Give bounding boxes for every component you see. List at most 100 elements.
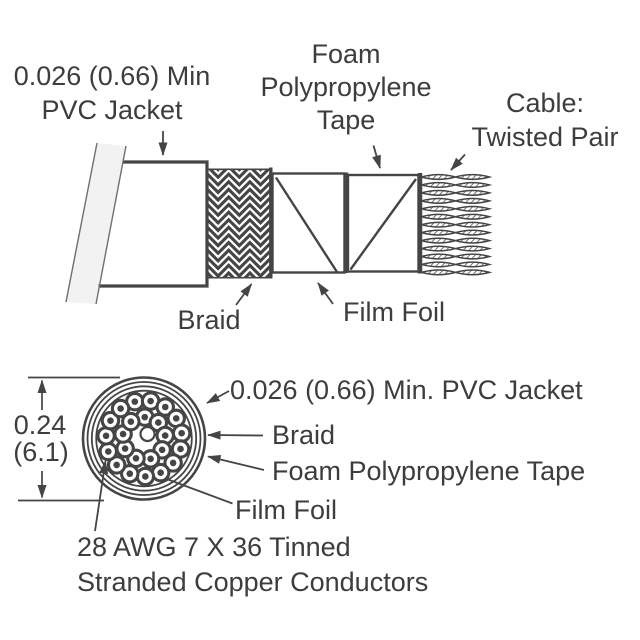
sliver-cut-line-left: [65, 142, 98, 303]
cutaway-cable-label: Cable: Twisted Pair: [471, 86, 618, 154]
braid-strand: [247, 202, 263, 218]
cutaway-jacket-label-line1: 0.026 (0.66) Min: [13, 61, 211, 91]
twisted-strand: [418, 205, 493, 212]
peeled-jacket-sliver: [65, 143, 126, 304]
cutaway-foam-tape-label-line2: Polypropylene: [260, 72, 432, 102]
braid-strand: [247, 270, 257, 278]
braid-strand: [216, 255, 231, 271]
braid-strand: [217, 287, 230, 300]
tape-circle: [90, 385, 198, 492]
braid-strand: [208, 170, 221, 180]
braid-strand: [237, 187, 252, 203]
cs-conductor-label: 28 AWG 7 X 36 Tinned Stranded Copper Con…: [77, 530, 428, 600]
diameter-mm-label: (6.1): [13, 437, 69, 467]
braid-strand: [216, 202, 231, 218]
conductor-core: [161, 403, 169, 411]
braid-strand: [228, 280, 241, 293]
braid-strand: [208, 180, 221, 195]
braid-strand: [251, 170, 263, 180]
braid-strand: [226, 232, 242, 248]
conductor-core: [155, 419, 162, 426]
cutaway-cable-label-line1: Cable:: [505, 88, 585, 118]
braid-strand: [216, 170, 228, 180]
twisted-strand: [418, 229, 493, 236]
braid-strand: [226, 270, 236, 278]
braid-strand: [208, 233, 221, 248]
braid-strand: [226, 225, 242, 241]
braid-strand: [208, 218, 221, 233]
conductor-core: [113, 461, 120, 469]
conductor-core: [127, 418, 135, 425]
twisted-pair-bundle: [418, 173, 493, 276]
conductor-core: [126, 470, 134, 478]
conductor-core: [157, 469, 164, 476]
sliver-cut-line-right: [95, 145, 127, 305]
braid-strand: [216, 225, 231, 241]
braid-strand: [226, 240, 242, 256]
braid-strand: [247, 172, 263, 187]
conductor-core: [147, 397, 154, 405]
twisted-strand: [418, 221, 493, 228]
cs-tape-arrow: [207, 455, 265, 471]
braid-strand: [247, 179, 263, 195]
braid-strand: [226, 210, 242, 225]
cs-film-foil-leader: [167, 478, 233, 505]
braid-strand: [247, 248, 263, 263]
braid-circle: [86, 381, 202, 496]
braid-strand: [207, 287, 220, 300]
cs-conductor-label-line1: 28 AWG 7 X 36 Tinned: [77, 532, 351, 562]
conductor-core: [132, 455, 140, 462]
conductor-core: [142, 473, 149, 480]
cutaway-foam-tape-label-line3: Tape: [316, 105, 376, 135]
braid-strand: [249, 287, 262, 300]
braid-strand: [216, 248, 231, 263]
braid-strand: [237, 255, 252, 271]
braid-strand: [247, 255, 263, 271]
braid-strand: [208, 195, 221, 210]
braid-strand: [247, 240, 263, 256]
twisted-strand: [418, 245, 493, 252]
conductor-core: [121, 445, 129, 452]
braid-strand: [208, 210, 221, 225]
conductor-core: [147, 455, 154, 463]
braid-strand: [226, 255, 242, 271]
braid-strand: [237, 232, 252, 248]
pvc-jacket-outline: [98, 160, 209, 288]
braid-strand: [226, 172, 242, 187]
cutaway-jacket-label: 0.026 (0.66) Min PVC Jacket: [14, 59, 211, 127]
braid-strand: [260, 280, 273, 293]
braid-strand: [243, 270, 252, 278]
conductor-core: [177, 445, 184, 453]
braid-strand: [226, 248, 242, 263]
braid-strand: [208, 202, 221, 218]
braid-strand: [237, 172, 252, 187]
braid-strand: [216, 210, 231, 225]
braid-strand: [208, 240, 221, 256]
conductor-core: [178, 429, 185, 437]
braid-strand: [247, 217, 263, 233]
braid-strand: [208, 248, 221, 263]
braid-strand: [247, 194, 263, 210]
conductor-core: [131, 398, 139, 405]
cs-film-foil-label: Film Foil: [235, 495, 337, 525]
conductor-bundle: [96, 391, 192, 487]
twisted-strand: [418, 197, 493, 204]
braid-strand: [237, 194, 252, 210]
wrap-section-2-seam: [349, 178, 417, 271]
cutaway-braid-label: Braid: [177, 305, 241, 335]
cutaway-foam-tape-label-line1: Foam: [311, 39, 381, 69]
cs-tape-label: Foam Polypropylene Tape: [272, 456, 586, 486]
center-filler: [139, 425, 156, 443]
braid-strand: [217, 280, 230, 293]
braid-strand: [237, 210, 252, 225]
braid-strand: [237, 217, 252, 233]
cs-conductor-label-line2: Stranded Copper Conductors: [77, 567, 429, 597]
conductor-core: [169, 459, 177, 467]
braid-strand: [208, 256, 221, 271]
braid-strand: [216, 217, 231, 233]
braid-strand: [237, 202, 252, 218]
film-foil-arrow: [317, 282, 334, 305]
braid-strand: [237, 225, 252, 241]
conductor-core: [107, 417, 114, 424]
